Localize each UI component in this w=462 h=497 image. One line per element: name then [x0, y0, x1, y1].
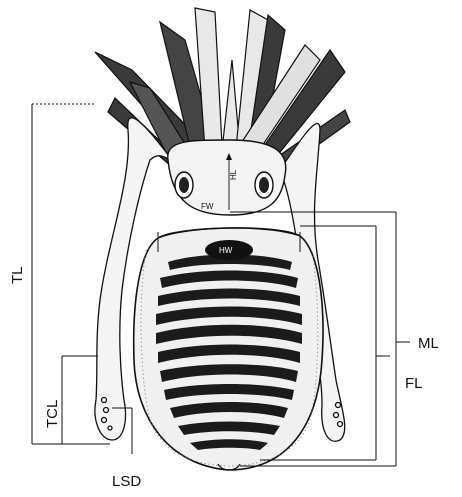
- label-fl: FL: [405, 375, 423, 392]
- label-ml: ML: [418, 335, 439, 352]
- label-lsd: LSD: [112, 473, 141, 490]
- head: HL FW: [168, 140, 286, 215]
- mantle: HW: [134, 228, 323, 470]
- label-fw: FW: [201, 202, 214, 211]
- label-hw: HW: [219, 246, 233, 255]
- label-tcl: TCL: [44, 400, 61, 428]
- label-tl: TL: [9, 266, 26, 284]
- label-hl: HL: [229, 169, 238, 180]
